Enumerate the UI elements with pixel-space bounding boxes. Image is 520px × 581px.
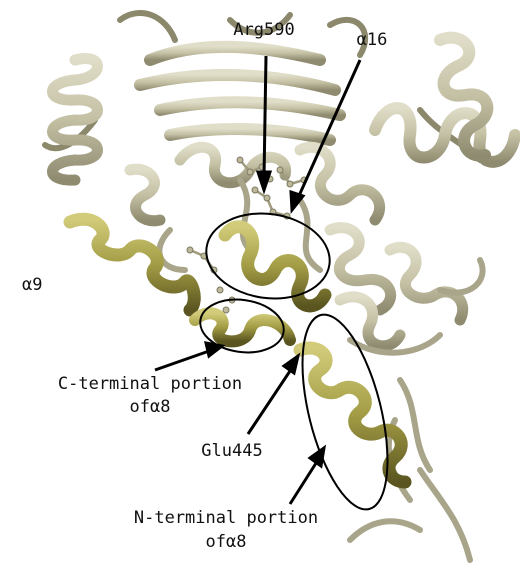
annotation-ellipses xyxy=(197,206,404,518)
left-helix xyxy=(53,58,98,180)
background-protein-ribbons xyxy=(45,13,515,560)
alpha9-helix xyxy=(70,219,194,310)
right-lower-helices xyxy=(330,228,463,346)
label-alpha16: α16 xyxy=(357,32,388,49)
right-top-helix xyxy=(375,38,515,162)
arrow-n-terminal xyxy=(290,460,318,504)
arrow-arg590 xyxy=(264,56,266,178)
central-helices xyxy=(130,147,380,221)
alpha8-c-terminal-helix xyxy=(195,313,290,341)
label-n-terminal-line2: ofα8 xyxy=(206,534,247,551)
alpha16-helix xyxy=(225,227,325,306)
ellipse-n-terminal-alpha8 xyxy=(286,306,404,517)
arrow-c-terminal xyxy=(155,350,212,370)
label-c-terminal-line1: C-terminal portion xyxy=(58,376,242,393)
label-n-terminal-line1: N-terminal portion xyxy=(134,510,318,527)
label-c-terminal-line2: ofα8 xyxy=(130,399,171,416)
label-glu445: Glu445 xyxy=(201,443,262,460)
label-alpha9: α9 xyxy=(22,277,42,294)
arrow-glu445 xyxy=(248,368,292,434)
label-arg590: Arg590 xyxy=(233,22,294,39)
beta-sheet-strands xyxy=(140,47,340,140)
